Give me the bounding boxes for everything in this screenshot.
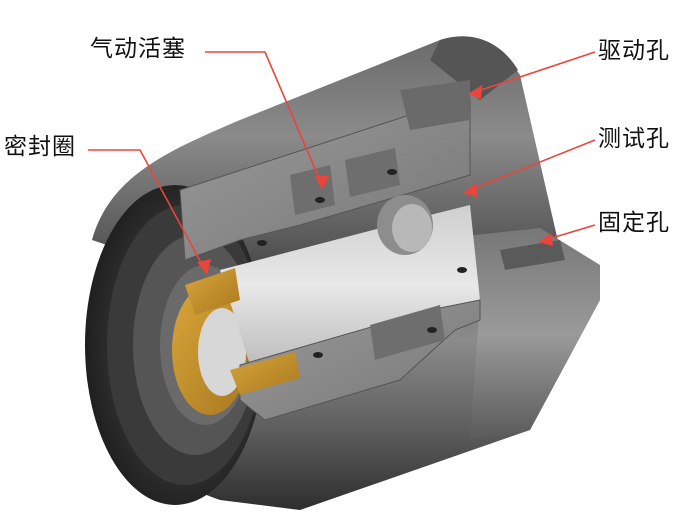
leader-lines xyxy=(88,51,596,271)
label-test-hole: 测试孔 xyxy=(598,126,670,152)
front-face xyxy=(85,185,265,505)
seal-block-lower xyxy=(230,352,300,395)
leader-fixed xyxy=(544,224,596,241)
piston-slot-lower xyxy=(370,305,445,360)
leader-test xyxy=(469,139,596,191)
test-hole-inner xyxy=(392,204,432,252)
arrow-drive xyxy=(468,85,482,99)
leader-arrowheads xyxy=(197,85,553,275)
label-drive-hole: 驱动孔 xyxy=(598,38,670,64)
arrow-piston xyxy=(315,176,329,190)
leader-seal xyxy=(88,149,206,271)
piston-slot-upper-2 xyxy=(345,148,400,197)
arrow-seal xyxy=(197,259,211,275)
arrow-test xyxy=(463,183,477,197)
leader-piston xyxy=(205,51,323,186)
leader-drive xyxy=(474,51,596,93)
seal-block-upper xyxy=(185,268,240,315)
label-seal: 密封圈 xyxy=(4,134,76,160)
label-piston: 气动活塞 xyxy=(90,36,186,62)
o-ring-marks xyxy=(257,169,467,358)
shell-right-top xyxy=(430,36,518,100)
fixed-hole-slot xyxy=(500,240,565,270)
drive-hole-notch xyxy=(400,80,470,130)
label-fixed-hole: 固定孔 xyxy=(598,210,670,236)
arrow-fixed xyxy=(538,233,553,246)
